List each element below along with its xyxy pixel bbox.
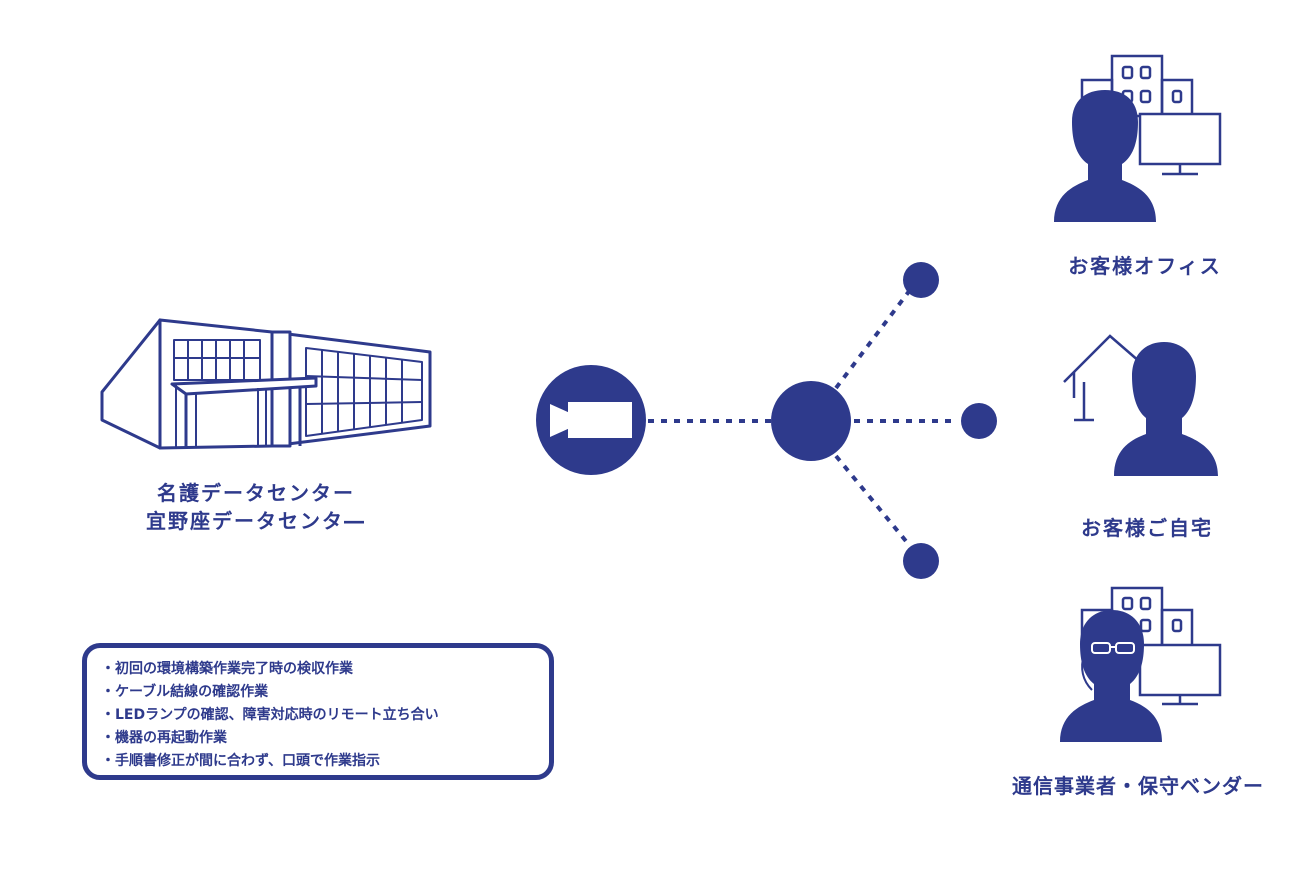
task-item: ・手順書修正が間に合わず、口頭で作業指示 (101, 753, 381, 769)
vendor-engineer-icon (1060, 586, 1222, 742)
datacenter-name-1: 名護データセンター (157, 481, 355, 505)
office-worker-icon (1054, 54, 1222, 222)
connection-lines (648, 288, 958, 548)
home-endpoint-node (961, 403, 997, 439)
video-camera-icon (536, 365, 646, 475)
hub-node (771, 381, 851, 461)
task-item: ・機器の再起動作業 (101, 730, 227, 746)
home-label: お客様ご自宅 (1081, 516, 1213, 540)
office-label: お客様オフィス (1068, 254, 1222, 278)
vendor-label: 通信事業者・保守ベンダー (1012, 774, 1264, 798)
office-endpoint-node (903, 262, 939, 298)
hub-office-link (834, 288, 912, 390)
task-item: ・LEDランプの確認、障害対応時のリモート立ち合い (101, 707, 439, 723)
datacenter-building-icon (100, 318, 432, 450)
home-worker-icon (1063, 334, 1218, 476)
task-item: ・ケーブル結線の確認作業 (101, 684, 269, 700)
task-item: ・初回の環境構築作業完了時の検収作業 (101, 661, 353, 677)
task-list-box: ・初回の環境構築作業完了時の検収作業 ・ケーブル結線の確認作業 ・LEDランプの… (82, 643, 554, 780)
hub-vendor-link (834, 454, 912, 548)
datacenter-name-2: 宜野座データセンタ― (146, 509, 366, 533)
vendor-endpoint-node (903, 543, 939, 579)
